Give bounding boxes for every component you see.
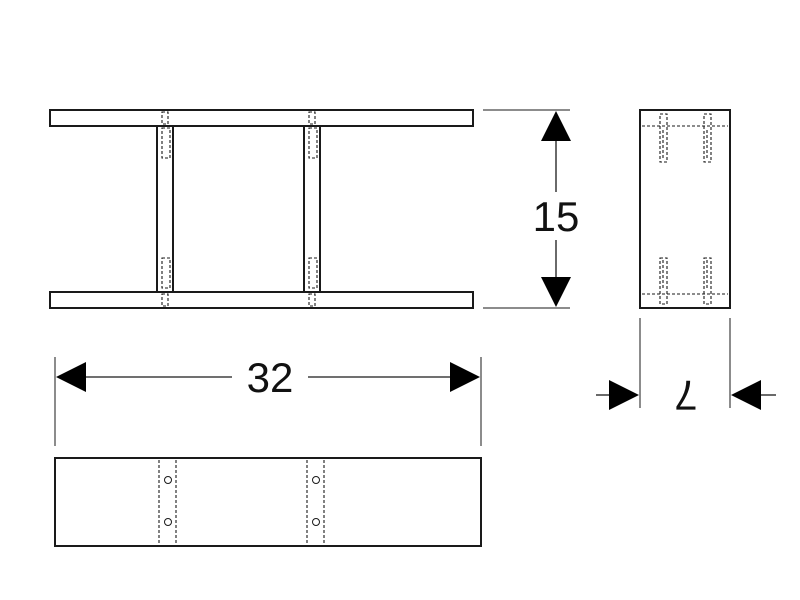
hole-icon <box>312 518 320 526</box>
side-view <box>639 109 731 309</box>
depth-value: 7 <box>674 372 697 419</box>
arrow-right-icon <box>609 380 639 410</box>
plan-hidden-slots <box>158 460 325 544</box>
height-dimension: 15 <box>483 109 580 309</box>
length-value: 32 <box>247 354 294 401</box>
arrow-right-icon <box>450 362 480 392</box>
plan-body <box>54 457 482 547</box>
left-post <box>156 123 174 297</box>
depth-dimension: 7 <box>596 318 776 419</box>
hole-icon <box>164 476 172 484</box>
height-value: 15 <box>533 193 580 240</box>
arrow-up-icon <box>541 111 571 141</box>
side-body <box>639 109 731 309</box>
front-view <box>49 109 474 309</box>
right-post <box>303 123 321 297</box>
plan-holes <box>164 476 320 526</box>
length-dimension: 32 <box>54 354 482 446</box>
hole-icon <box>312 476 320 484</box>
hole-icon <box>164 518 172 526</box>
top-view <box>54 457 482 547</box>
arrow-down-icon <box>541 277 571 307</box>
front-hidden-connectors <box>161 111 318 307</box>
arrow-left-icon <box>731 380 761 410</box>
top-rail <box>49 109 474 127</box>
arrow-left-icon <box>56 362 86 392</box>
bottom-rail <box>49 291 474 309</box>
side-hidden-details <box>642 113 728 305</box>
